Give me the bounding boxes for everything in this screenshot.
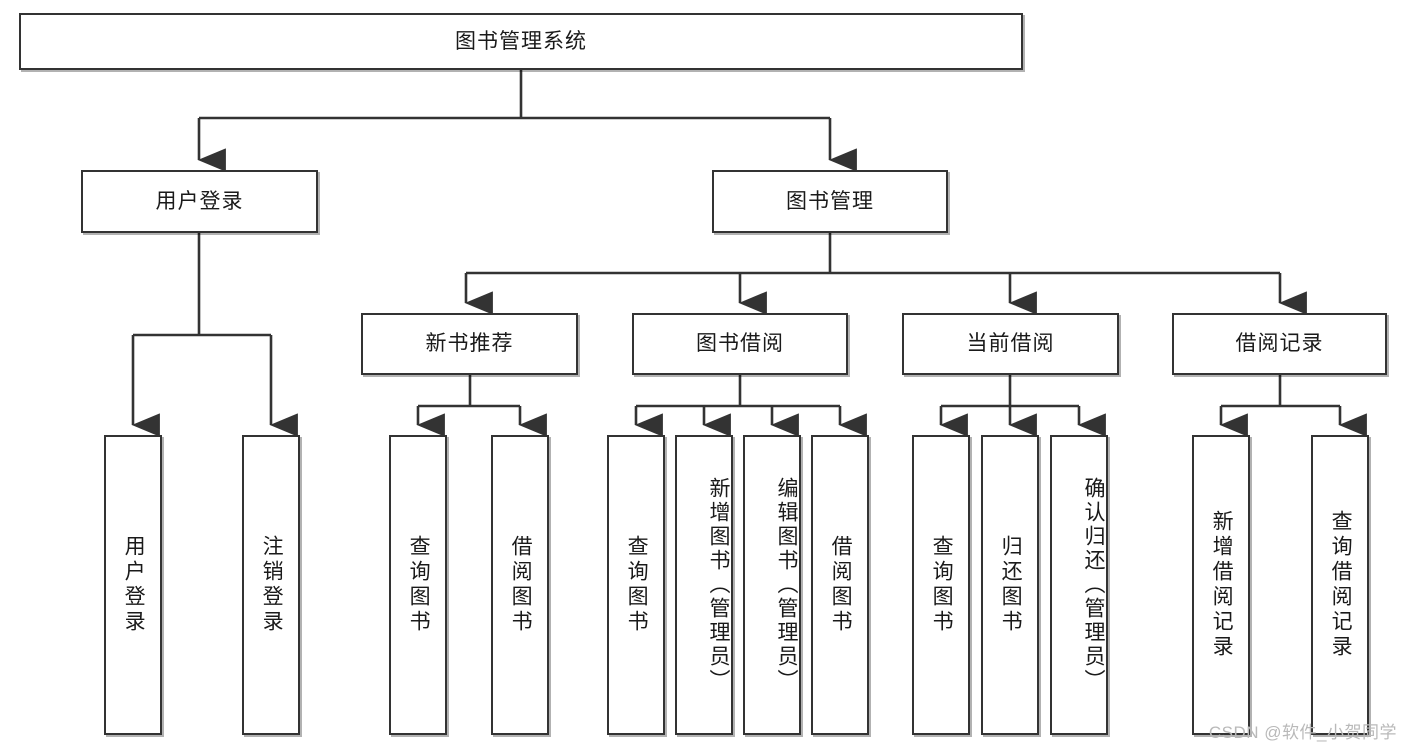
node-leaf-query-book-3-label: 查询图书 [930, 535, 954, 635]
node-leaf-query-record-label: 查询借阅记录 [1329, 510, 1353, 660]
node-book-borrow[interactable]: 图书借阅 [632, 313, 848, 375]
node-leaf-add-book[interactable]: 新增图书（管理员） [675, 435, 733, 735]
node-leaf-edit-book-label: 编辑图书（管理员） [775, 477, 798, 693]
node-user-login-label: 用户登录 [155, 189, 244, 213]
node-leaf-add-record[interactable]: 新增借阅记录 [1192, 435, 1250, 735]
node-leaf-return-book[interactable]: 归还图书 [981, 435, 1039, 735]
node-leaf-return-book-label: 归还图书 [999, 535, 1023, 635]
node-leaf-add-record-label: 新增借阅记录 [1210, 510, 1234, 660]
node-leaf-query-book-1[interactable]: 查询图书 [389, 435, 447, 735]
node-leaf-confirm-return-label: 确认归还（管理员） [1082, 477, 1105, 693]
node-leaf-query-record[interactable]: 查询借阅记录 [1311, 435, 1369, 735]
node-leaf-edit-book[interactable]: 编辑图书（管理员） [743, 435, 801, 735]
node-leaf-confirm-return[interactable]: 确认归还（管理员） [1050, 435, 1108, 735]
node-book-manage-label: 图书管理 [786, 189, 874, 213]
node-leaf-query-book-2-label: 查询图书 [625, 535, 649, 635]
node-leaf-logout-label: 注销登录 [260, 535, 284, 635]
node-new-book-recommend[interactable]: 新书推荐 [361, 313, 578, 375]
csdn-watermark: CSDN @软件_小贺同学 [1208, 723, 1397, 742]
node-leaf-logout[interactable]: 注销登录 [242, 435, 300, 735]
node-root-label: 图书管理系统 [455, 29, 587, 53]
node-book-manage[interactable]: 图书管理 [712, 170, 948, 233]
node-borrow-record-label: 借阅记录 [1235, 332, 1324, 356]
node-leaf-query-book-3[interactable]: 查询图书 [912, 435, 970, 735]
node-leaf-borrow-book-1[interactable]: 借阅图书 [491, 435, 549, 735]
node-leaf-query-book-1-label: 查询图书 [407, 535, 431, 635]
node-root[interactable]: 图书管理系统 [19, 13, 1023, 70]
node-borrow-record[interactable]: 借阅记录 [1172, 313, 1387, 375]
node-leaf-borrow-book-2[interactable]: 借阅图书 [811, 435, 869, 735]
node-leaf-borrow-book-2-label: 借阅图书 [829, 535, 853, 635]
node-new-book-recommend-label: 新书推荐 [425, 332, 514, 356]
node-book-borrow-label: 图书借阅 [696, 332, 784, 356]
node-leaf-user-login[interactable]: 用户登录 [104, 435, 162, 735]
node-leaf-user-login-label: 用户登录 [122, 535, 146, 635]
node-user-login[interactable]: 用户登录 [81, 170, 318, 233]
node-leaf-borrow-book-1-label: 借阅图书 [509, 535, 533, 635]
node-current-borrow[interactable]: 当前借阅 [902, 313, 1119, 375]
node-leaf-add-book-label: 新增图书（管理员） [707, 477, 730, 693]
node-leaf-query-book-2[interactable]: 查询图书 [607, 435, 665, 735]
node-current-borrow-label: 当前借阅 [966, 332, 1055, 356]
